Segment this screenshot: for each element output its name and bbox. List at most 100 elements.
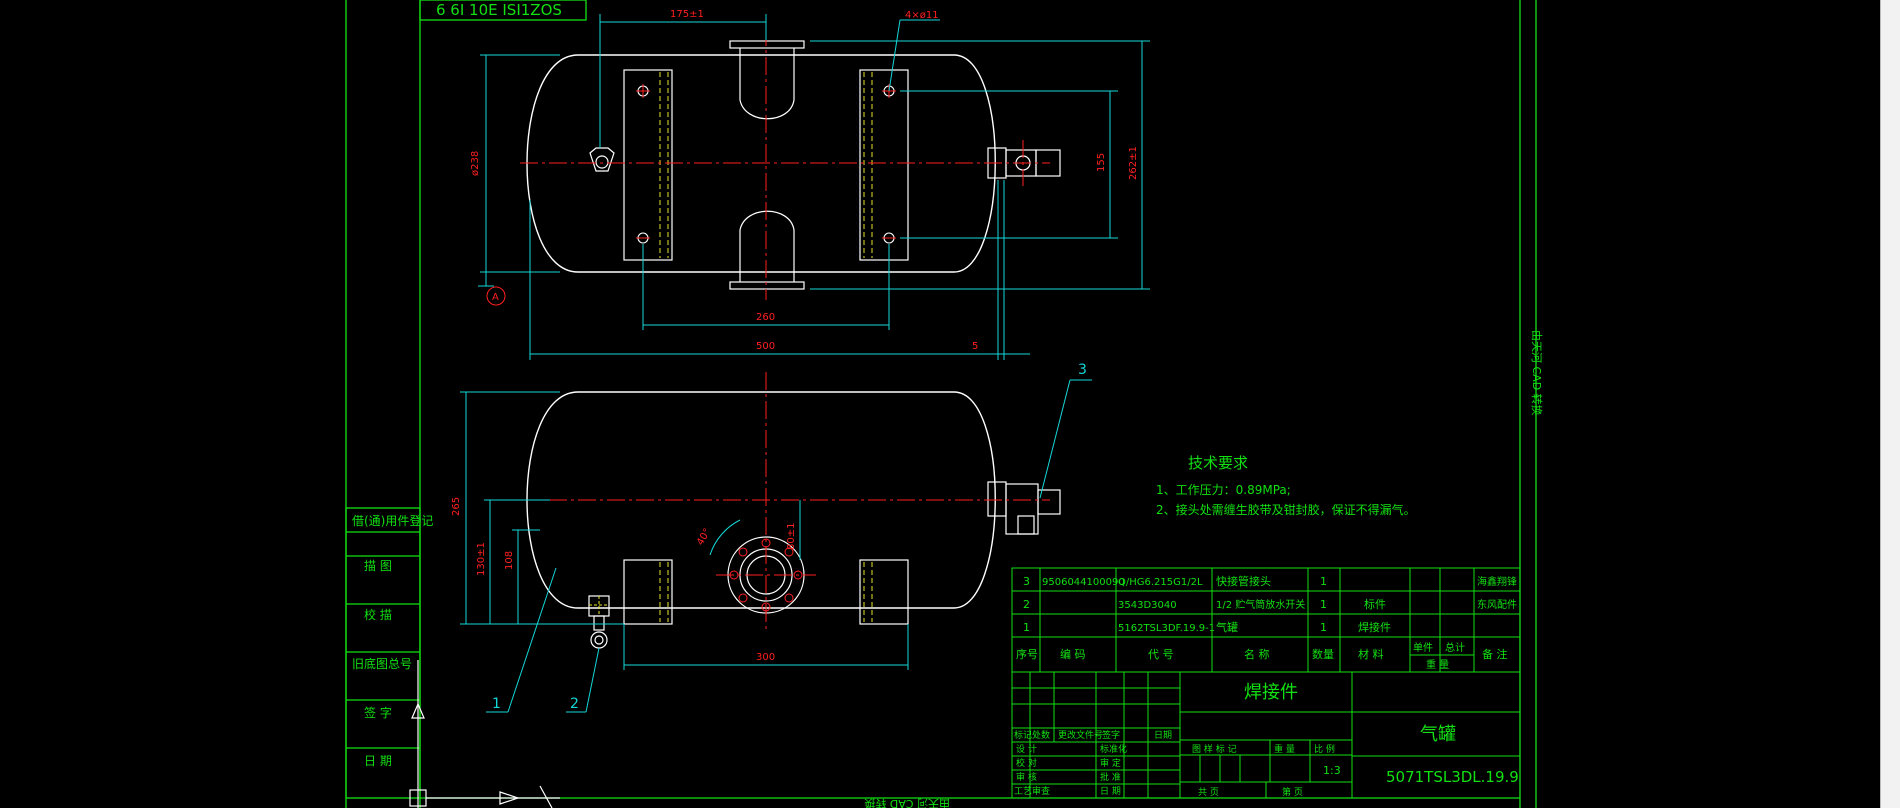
- title-name: 气罐: [1420, 724, 1456, 745]
- left-label-6: 日 期: [364, 754, 392, 768]
- title-scale: 1:3: [1323, 764, 1341, 777]
- right-scroll-panel[interactable]: [1880, 0, 1900, 808]
- dim-238: ø238: [470, 151, 481, 176]
- bom-r2-ref: 3543D3040: [1118, 600, 1177, 611]
- title-block-text: 焊接件 气罐 5071TSL3DL.19.9 图 样 标 记 重 量 比 例 1…: [1192, 682, 1519, 798]
- dim-500: 500: [756, 341, 775, 352]
- title-strip: 6 6I 10E ISI1ZOS: [436, 1, 562, 19]
- tech-line-1: 1、工作压力：0.89MPa;: [1156, 483, 1291, 497]
- bom-header: 序号 编 码 代 号 名 称 数量 材 料 单件 总计 重 量 备 注: [1016, 641, 1508, 671]
- dim-108: 108: [504, 551, 515, 570]
- front-right-fitting: [987, 481, 1061, 535]
- sign-date: 日期: [1154, 730, 1172, 741]
- dim-262: 262±1: [1128, 146, 1139, 180]
- dim-175: 175±1: [670, 9, 704, 20]
- top-vessel-outline: [526, 54, 996, 273]
- tech-line-2: 2、接头处需缠生胶带及钳封胶，保证不得漏气。: [1156, 502, 1416, 517]
- dim-300: 300: [756, 652, 775, 663]
- front-view: 265 130±1 108 40° 80±1 300 1 2 3: [451, 362, 1092, 713]
- sign-review: 审 核: [1016, 771, 1037, 783]
- balloon-text: 1 2 3: [492, 362, 1087, 712]
- dim-260: 260: [756, 312, 775, 323]
- bom-r2-no: 2: [1023, 598, 1030, 611]
- balloon-3: 3: [1078, 362, 1087, 378]
- sign-mark: 标记: [1014, 729, 1032, 741]
- sign-check: 校 对: [1016, 757, 1037, 769]
- bom-r1-no: 3: [1023, 575, 1030, 588]
- datum-a: A: [478, 272, 506, 306]
- sign-process: 工艺审查: [1014, 785, 1050, 797]
- bom-r1-remark: 海鑫翔锋: [1477, 575, 1517, 588]
- front-saddles: [623, 559, 909, 625]
- dim-5: 5: [972, 341, 978, 352]
- sign-design: 设 计: [1016, 743, 1037, 755]
- sign-docno: 更改文件号: [1058, 729, 1103, 741]
- left-block-labels: 借(通)用件登记 描 图 校 描 旧底图总号 签 字 日 期: [352, 513, 433, 768]
- top-saddles: [623, 69, 909, 261]
- dim-80: 80±1: [786, 523, 797, 550]
- bom-r2-remark: 东风配件: [1477, 598, 1517, 611]
- title-stage: 图 样 标 记: [1192, 743, 1237, 755]
- sign-approve: 审 定: [1100, 757, 1121, 769]
- top-left-fitting: [589, 147, 615, 172]
- sign-signature: 签字: [1102, 729, 1120, 741]
- title-block-grid: [1011, 671, 1521, 799]
- title-sheet: 第 页: [1282, 786, 1303, 798]
- top-pipe: [729, 40, 805, 290]
- front-centerlines: [520, 372, 1050, 630]
- bom-h-unit: 单件: [1413, 642, 1433, 654]
- vertical-note: 由天河 CAD 转换: [1530, 330, 1544, 416]
- sign-day: 日 期: [1100, 786, 1121, 797]
- tech-requirements: 技术要求 1、工作压力：0.89MPa; 2、接头处需缠生胶带及钳封胶，保证不得…: [1156, 454, 1416, 517]
- left-label-4: 旧底图总号: [352, 656, 412, 671]
- front-saddle-hidden: [659, 562, 873, 622]
- bom-h-mat: 材 料: [1358, 647, 1384, 661]
- bom-r2-name: 1/2 贮气筒放水开关: [1216, 598, 1305, 611]
- datum-label: A: [492, 292, 499, 303]
- bom-h-code: 编 码: [1060, 647, 1086, 661]
- bom-r2-mat: 标件: [1364, 597, 1386, 611]
- balloon-2: 2: [570, 696, 579, 712]
- top-dim-text: 175±1 4×ø11 ø238 155 262±1 260 500 5: [470, 9, 1139, 352]
- sign-count: 处数: [1032, 729, 1050, 741]
- dim-130: 130±1: [476, 542, 487, 576]
- bom-r3-qty: 1: [1320, 621, 1327, 634]
- view-symbols: [409, 660, 560, 808]
- top-saddle-hidden: [659, 72, 873, 258]
- leaders: [486, 379, 1092, 713]
- title-drawing-no: 5071TSL3DL.19.9: [1386, 768, 1519, 786]
- left-label-5: 签 字: [364, 705, 392, 720]
- left-label-2: 描 图: [364, 559, 392, 573]
- top-dimensions: [480, 14, 1150, 360]
- bom-h-remark: 备 注: [1482, 647, 1508, 661]
- dim-holes: 4×ø11: [905, 10, 939, 21]
- sign-standard: 标准化: [1100, 743, 1127, 755]
- bom-rows: 3 9506044100090 Q/HG6.215G1/2L 快接管接头 1 海…: [1023, 574, 1517, 634]
- dim-265: 265: [451, 497, 462, 516]
- bom-r3-name: 气罐: [1216, 620, 1238, 634]
- balloon-1: 1: [492, 696, 501, 712]
- left-label-1: 借(通)用件登记: [352, 513, 433, 528]
- bom-h-name: 名 称: [1244, 647, 1270, 661]
- front-drain-hidden: [589, 596, 609, 616]
- front-vessel-outline: [526, 391, 996, 609]
- bom-r1-ref: Q/HG6.215G1/2L: [1118, 577, 1203, 588]
- bom-h-weight: 重 量: [1426, 658, 1449, 671]
- bom-r1-qty: 1: [1320, 575, 1327, 588]
- front-dimensions: [460, 391, 909, 670]
- bottom-note: 由天河 CAD 转换: [864, 797, 950, 808]
- top-view: 175±1 4×ø11 ø238 155 262±1 260 500 5 A: [470, 9, 1150, 360]
- bom-h-ref: 代 号: [1148, 648, 1174, 661]
- bom-r3-mat: 焊接件: [1358, 620, 1391, 634]
- title-welded: 焊接件: [1244, 682, 1298, 703]
- bom-h-qty: 数量: [1312, 648, 1334, 661]
- sign-ratify: 批 准: [1100, 771, 1121, 783]
- dim-angle: 40°: [695, 527, 713, 548]
- dim-155: 155: [1096, 153, 1107, 172]
- title-mass: 重 量: [1274, 743, 1295, 755]
- tech-title: 技术要求: [1188, 454, 1248, 472]
- left-label-3: 校 描: [364, 607, 392, 622]
- title-ratio: 比 例: [1314, 743, 1335, 755]
- bom-r3-ref: 5162TSL3DF.19.9-1: [1118, 623, 1215, 634]
